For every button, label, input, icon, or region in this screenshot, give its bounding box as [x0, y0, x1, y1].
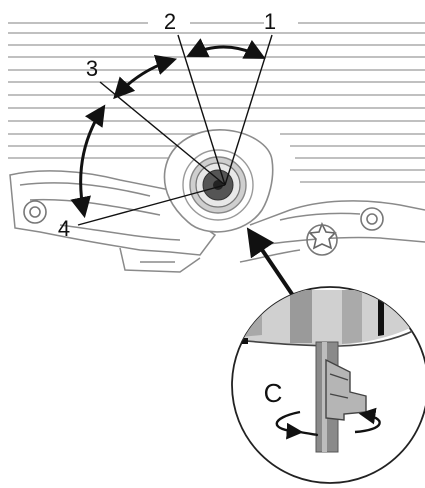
detail-view: C — [231, 286, 425, 484]
mounting-holes — [23, 200, 384, 231]
label-position-4: 4 — [58, 216, 70, 241]
screw-ring — [306, 224, 338, 256]
label-detail: C — [264, 378, 283, 408]
callout-arrow — [246, 227, 298, 302]
torx-screw-icon — [308, 222, 337, 250]
label-position-1: 1 — [264, 9, 276, 34]
label-position-2: 2 — [164, 9, 176, 34]
label-position-3: 3 — [86, 56, 98, 81]
position-lines — [77, 34, 273, 226]
adjustment-boss — [163, 129, 274, 233]
rotation-arcs — [70, 38, 266, 219]
